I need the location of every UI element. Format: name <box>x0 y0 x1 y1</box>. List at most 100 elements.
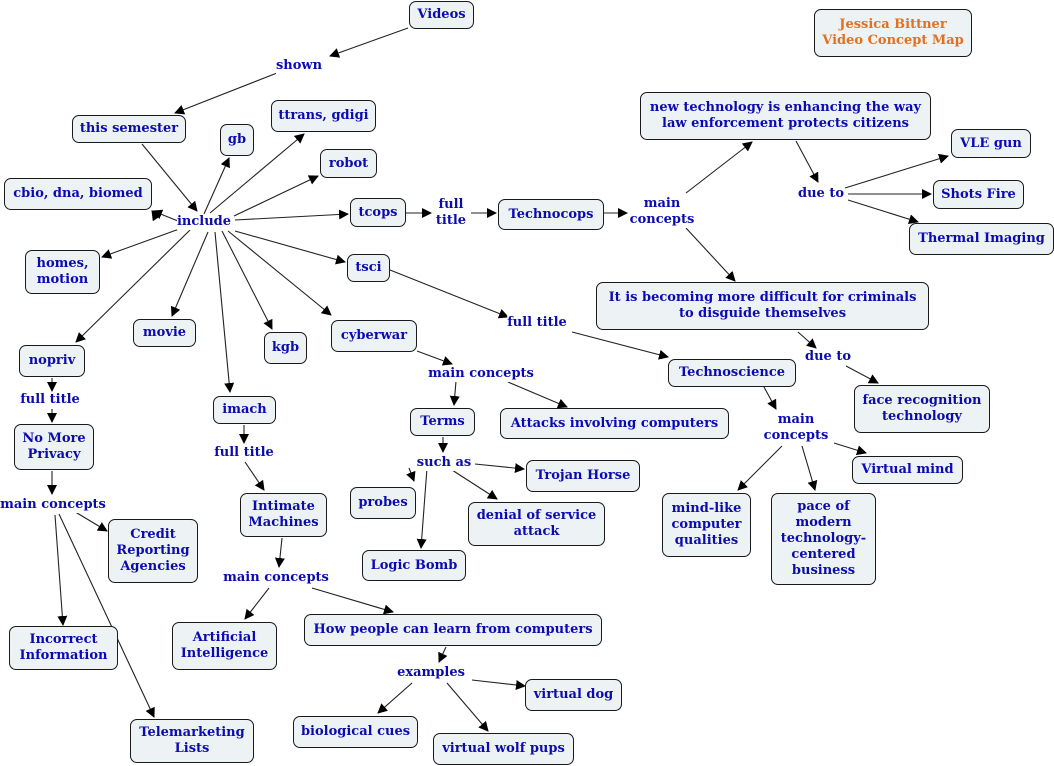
connection-arrow <box>406 467 416 482</box>
connection-arrow <box>474 463 525 474</box>
concept-tsci[interactable]: tsci <box>347 254 390 282</box>
connection-arrow <box>416 350 453 366</box>
concept-pace-of-modern[interactable]: pace of modern technology- centered busi… <box>771 493 876 585</box>
link-full-title-tsci: full title <box>507 315 567 331</box>
concept-biological-cues[interactable]: biological cues <box>293 716 418 748</box>
connection-arrow <box>844 153 949 189</box>
connection-arrow <box>54 514 68 626</box>
connection-arrow <box>152 209 179 222</box>
connection-arrow <box>234 230 346 265</box>
concept-tcops[interactable]: tcops <box>350 198 406 227</box>
concept-robot[interactable]: robot <box>320 149 377 178</box>
connection-arrow <box>737 445 783 491</box>
concept-telemarketing-lists[interactable]: Telemarketing Lists <box>130 719 254 763</box>
link-full-title-nopriv: full title <box>20 392 80 408</box>
concept-this-semester[interactable]: this semester <box>72 115 186 143</box>
concept-face-recognition[interactable]: face recognition technology <box>854 385 990 433</box>
concept-vle-gun[interactable]: VLE gun <box>951 129 1031 158</box>
concept-new-technology[interactable]: new technology is enhancing the way law … <box>640 92 931 140</box>
link-main-concepts-cyber: main concepts <box>428 366 534 382</box>
concept-homes-motion[interactable]: homes, motion <box>25 250 100 294</box>
concept-intimate-machines[interactable]: Intimate Machines <box>240 493 327 537</box>
concept-no-more-privacy[interactable]: No More Privacy <box>14 424 94 470</box>
concept-virtual-dog[interactable]: virtual dog <box>525 679 622 711</box>
link-main-concepts-tcops: main concepts <box>629 196 695 228</box>
link-due-to-difficult: due to <box>804 349 852 365</box>
connection-arrow <box>174 72 278 115</box>
concept-kgb[interactable]: kgb <box>264 332 307 364</box>
link-such-as: such as <box>416 455 472 471</box>
connection-arrow <box>203 157 230 215</box>
connection-arrow <box>244 461 265 491</box>
connection-arrow <box>571 331 669 360</box>
connection-arrow <box>234 209 349 221</box>
link-main-concepts-nopriv: main concepts <box>0 497 106 513</box>
concept-terms[interactable]: Terms <box>410 408 475 436</box>
connection-arrow <box>170 231 209 317</box>
connection-arrow <box>221 230 273 330</box>
concept-virtual-wolf-pups[interactable]: virtual wolf pups <box>433 733 574 765</box>
concept-technoscience[interactable]: Technoscience <box>668 359 796 387</box>
connection-arrow <box>797 331 817 349</box>
connection-arrow <box>71 509 108 532</box>
concept-technocops[interactable]: Technocops <box>498 199 604 230</box>
connection-arrow <box>449 380 460 406</box>
connection-arrow <box>763 386 777 410</box>
concept-mind-like-qualities[interactable]: mind-like computer qualities <box>662 493 751 557</box>
connection-arrow <box>847 199 919 225</box>
connection-arrow <box>471 679 526 690</box>
concept-thermal-imaging[interactable]: Thermal Imaging <box>909 223 1054 255</box>
connection-arrow <box>377 682 413 714</box>
concept-ttrans-gdigi[interactable]: ttrans, gdigi <box>271 100 376 132</box>
link-full-title-tcops: full title <box>435 197 467 229</box>
concept-movie[interactable]: movie <box>133 319 196 347</box>
link-main-concepts-imach: main concepts <box>223 570 329 586</box>
connection-arrow <box>274 537 285 568</box>
connection-arrow <box>801 445 818 491</box>
concept-how-people-learn[interactable]: How people can learn from computers <box>304 614 602 646</box>
concept-probes[interactable]: probes <box>350 487 416 519</box>
concept-cyberwar[interactable]: cyberwar <box>331 320 417 352</box>
concept-credit-reporting[interactable]: Credit Reporting Agencies <box>108 519 198 583</box>
concept-attacks-involving-computers[interactable]: Attacks involving computers <box>500 408 729 439</box>
concept-videos[interactable]: Videos <box>409 1 474 29</box>
concept-more-difficult-criminals[interactable]: It is becoming more difficult for crimin… <box>596 282 929 330</box>
link-examples: examples <box>397 665 465 681</box>
connection-arrow <box>416 467 428 549</box>
concept-gb[interactable]: gb <box>220 124 254 156</box>
connection-arrow <box>685 227 736 282</box>
connection-arrow <box>685 141 753 194</box>
connection-arrow <box>329 27 409 58</box>
concept-artificial-intelligence[interactable]: Artificial Intelligence <box>172 622 277 670</box>
link-shown: shown <box>275 58 323 74</box>
connection-arrow <box>141 143 198 212</box>
connection-arrow <box>311 587 394 615</box>
connection-arrow <box>833 442 867 456</box>
connection-arrow <box>507 381 568 409</box>
concept-logic-bomb[interactable]: Logic Bomb <box>362 550 466 581</box>
link-full-title-imach: full title <box>214 445 274 461</box>
connection-arrow <box>209 133 305 214</box>
concept-denial-of-service[interactable]: denial of service attack <box>468 502 605 546</box>
connection-arrow <box>101 227 183 259</box>
concept-shots-fire[interactable]: Shots Fire <box>933 180 1024 209</box>
concept-virtual-mind[interactable]: Virtual mind <box>852 456 963 484</box>
connection-arrow <box>389 269 509 319</box>
connection-arrow <box>58 513 155 718</box>
connection-arrow <box>446 682 489 732</box>
connection-arrow <box>845 365 879 384</box>
connection-arrow <box>438 646 448 663</box>
concept-incorrect-information[interactable]: Incorrect Information <box>9 626 118 670</box>
connection-arrow <box>795 140 819 183</box>
connection-arrow <box>451 469 498 500</box>
link-include: include <box>176 214 232 230</box>
concept-cbio-dna-biomed[interactable]: cbio, dna, biomed <box>4 178 152 210</box>
concept-imach[interactable]: imach <box>213 396 276 424</box>
concept-trojan-horse[interactable]: Trojan Horse <box>526 460 640 492</box>
link-main-concepts-tsci: main concepts <box>763 412 829 444</box>
connection-arrow <box>214 231 235 393</box>
concept-nopriv[interactable]: nopriv <box>19 345 85 377</box>
